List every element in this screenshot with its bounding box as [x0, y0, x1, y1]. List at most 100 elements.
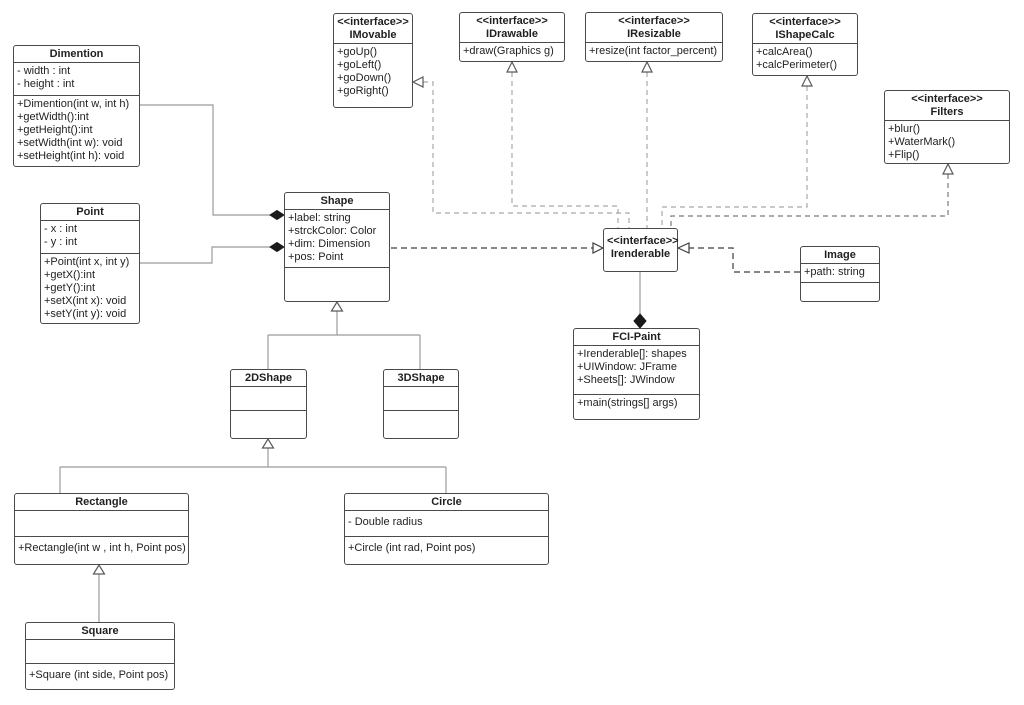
class-3dshape: 3DShape	[383, 369, 459, 439]
interface-name: IDrawable	[486, 28, 538, 40]
attribute: +Sheets[]: JWindow	[577, 374, 675, 386]
method: +Dimention(int w, int h)	[17, 98, 130, 110]
attribute: +pos: Point	[288, 251, 344, 263]
class-fcipaint: FCI-Paint +Irenderable[]: shapes +UIWind…	[573, 328, 700, 420]
methods-section	[231, 410, 306, 438]
attribute: +label: string	[288, 212, 351, 224]
class-image: Image +path: string	[800, 246, 880, 302]
composition-diamond-icon	[633, 313, 647, 329]
attributes-section: - width : int - height : int	[14, 62, 139, 95]
class-title: Image	[824, 249, 856, 261]
attribute: - Double radius	[348, 516, 423, 528]
method: +draw(Graphics g)	[463, 45, 554, 57]
realization-arrow-icon	[676, 242, 690, 254]
class-title: <<interface>> IDrawable	[460, 13, 564, 42]
interface-irenderable: <<interface>> Irenderable	[603, 228, 679, 272]
edge-irenderable-imovable-realization	[411, 76, 630, 228]
attribute: - y : int	[44, 236, 78, 248]
class-rectangle: Rectangle +Rectangle(int w , int h, Poin…	[14, 493, 189, 565]
stereotype: <<interface>>	[769, 16, 841, 28]
stereotype: <<interface>>	[911, 93, 983, 105]
class-dimention: Dimention - width : int - height : int +…	[13, 45, 140, 167]
method: +Point(int x, int y)	[44, 256, 130, 268]
methods-section	[285, 267, 389, 301]
method: +blur()	[888, 123, 921, 135]
method: +setHeight(int h): void	[17, 150, 125, 162]
composition-diamond-icon	[269, 209, 285, 221]
edge-point-shape-composition	[140, 241, 285, 264]
methods-section: +main(strings[] args)	[574, 394, 699, 419]
method: +main(strings[] args)	[577, 397, 678, 409]
realization-arrow-icon	[801, 74, 813, 87]
interface-name: IMovable	[349, 29, 397, 41]
method: +goDown()	[337, 72, 392, 84]
method: +getX():int	[44, 269, 96, 281]
interface-imovable: <<interface>> IMovable +goUp() +goLeft()…	[333, 13, 413, 108]
class-shape: Shape +label: string +strckColor: Color …	[284, 192, 390, 302]
stereotype: <<interface>>	[618, 15, 690, 27]
method: +setWidth(int w): void	[17, 137, 123, 149]
realization-arrow-icon	[942, 162, 954, 175]
method: +setX(int x): void	[44, 295, 127, 307]
methods-section	[384, 410, 458, 438]
attributes-section	[15, 510, 188, 536]
attributes-section: - Double radius	[345, 510, 548, 536]
interface-name: IResizable	[627, 28, 681, 40]
realization-arrow-icon	[411, 76, 424, 88]
methods-section: +Circle (int rad, Point pos)	[345, 536, 548, 564]
attributes-section: +Irenderable[]: shapes +UIWindow: JFrame…	[574, 345, 699, 394]
interface-filters: <<interface>> Filters +blur() +WaterMark…	[884, 90, 1010, 164]
interface-ishapecalc: <<interface>> IShapeCalc +calcArea() +ca…	[752, 13, 858, 76]
method: +setY(int y): void	[44, 308, 127, 320]
attribute: +dim: Dimension	[288, 238, 371, 250]
method: +Square (int side, Point pos)	[29, 669, 169, 681]
edge-square-rectangle-inheritance	[92, 563, 106, 622]
attribute: - height : int	[17, 78, 75, 90]
inheritance-arrow-icon	[330, 300, 344, 312]
method: +Flip()	[888, 149, 920, 161]
attribute: +UIWindow: JFrame	[577, 361, 677, 373]
class-square: Square +Square (int side, Point pos)	[25, 622, 175, 690]
inheritance-arrow-icon	[261, 437, 275, 449]
realization-arrow-icon	[592, 242, 605, 254]
attributes-section: +label: string +strckColor: Color +dim: …	[285, 209, 389, 267]
methods-section: +Dimention(int w, int h) +getWidth():int…	[14, 95, 139, 166]
edge-dimention-shape-composition	[140, 104, 285, 221]
class-title: <<interface>> IMovable	[334, 14, 412, 43]
interface-iresizable: <<interface>> IResizable +resize(int fac…	[585, 12, 723, 62]
class-title: Square	[81, 625, 119, 637]
method: +getHeight():int	[17, 124, 93, 136]
realization-arrow-icon	[506, 60, 518, 73]
class-point: Point - x : int - y : int +Point(int x, …	[40, 203, 140, 324]
methods-section: +Square (int side, Point pos)	[26, 663, 174, 689]
class-2dshape: 2DShape	[230, 369, 307, 439]
class-title: <<interface>> IShapeCalc	[753, 14, 857, 43]
methods-section: +draw(Graphics g)	[460, 42, 564, 61]
edge-irenderable-idrawable-realization	[506, 60, 619, 228]
method: +calcPerimeter()	[756, 59, 837, 71]
class-title: Point	[76, 206, 104, 218]
method: +goRight()	[337, 85, 389, 97]
methods-section: +Point(int x, int y) +getX():int +getY()…	[41, 253, 139, 323]
edge-shape-irenderable-realization	[391, 242, 605, 254]
interface-name: IShapeCalc	[775, 29, 835, 41]
class-title: <<interface>> IResizable	[586, 13, 722, 42]
edge-irenderable-filters-realization	[670, 162, 954, 228]
class-circle: Circle - Double radius +Circle (int rad,…	[344, 493, 549, 565]
method: +resize(int factor_percent)	[589, 45, 718, 57]
attributes-section: +path: string	[801, 263, 879, 282]
method: +calcArea()	[756, 46, 813, 58]
method: +getY():int	[44, 282, 96, 294]
interface-name: Filters	[930, 106, 964, 118]
method: +Circle (int rad, Point pos)	[348, 542, 476, 554]
method: +goLeft()	[337, 59, 382, 71]
attribute: - width : int	[17, 65, 71, 77]
interface-idrawable: <<interface>> IDrawable +draw(Graphics g…	[459, 12, 565, 62]
methods-section: +calcArea() +calcPerimeter()	[753, 43, 857, 75]
method: +WaterMark()	[888, 136, 956, 148]
class-title: 2DShape	[244, 372, 293, 384]
composition-diamond-icon	[269, 241, 285, 253]
attribute: - x : int	[44, 223, 78, 235]
class-title: Shape	[320, 195, 354, 207]
